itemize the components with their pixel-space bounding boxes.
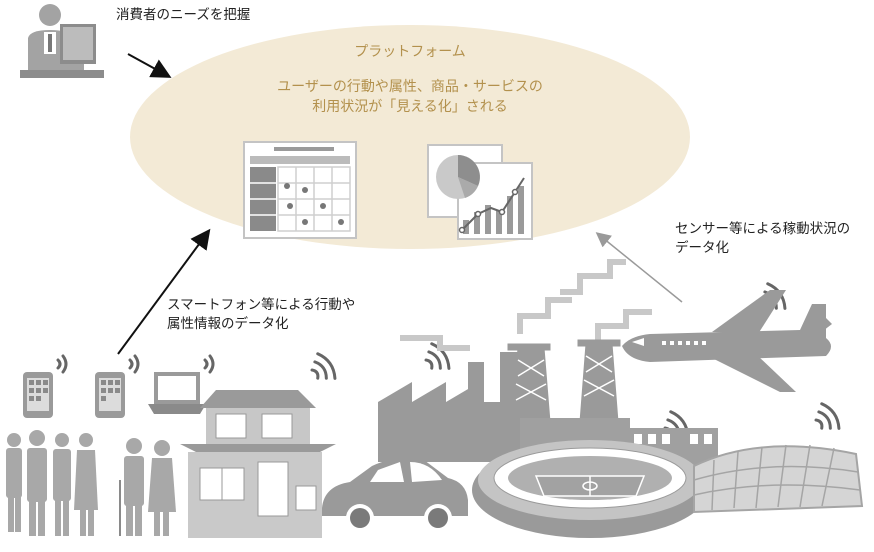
platform-description: ユーザーの行動や属性、商品・サービスの 利用状況が「見える化」される <box>230 77 590 117</box>
sensor-label-line1: センサー等による稼動状況の <box>675 221 851 237</box>
consumer-person-icon <box>20 4 104 78</box>
platform-desc-line2: 利用状況が「見える化」される <box>312 99 508 115</box>
arrow-consumer-to-platform <box>127 53 172 78</box>
family-people-icon <box>6 430 98 536</box>
elderly-people-icon <box>119 438 176 536</box>
sensor-label: センサー等による稼動状況の データ化 <box>675 220 850 258</box>
platform-title: プラットフォーム <box>354 44 466 60</box>
smartphone-label-line2: 属性情報のデータ化 <box>167 316 289 332</box>
power-plant-towers-icon <box>507 339 621 423</box>
smartphone-icon-2 <box>95 372 125 418</box>
airplane-icon <box>622 290 832 392</box>
table-icon <box>243 141 357 239</box>
smartphone-label: スマートフォン等による行動や 属性情報のデータ化 <box>167 296 355 334</box>
arrow-smartphone-to-platform <box>117 228 211 355</box>
smartphone-label-line1: スマートフォン等による行動や <box>167 297 356 313</box>
factory-icon <box>378 352 520 462</box>
sensor-label-line2: データ化 <box>675 240 729 256</box>
chart-icon <box>427 144 533 240</box>
car-icon <box>322 458 468 532</box>
smoke-lines <box>400 259 652 351</box>
greenhouse-icon <box>693 444 864 514</box>
stadium-icon <box>472 440 708 538</box>
laptop-icon <box>148 372 206 414</box>
arrow-sensor-to-platform <box>595 232 683 303</box>
platform-desc-line1: ユーザーの行動や属性、商品・サービスの <box>277 79 543 95</box>
consumer-needs-label: 消費者のニーズを把握 <box>116 7 251 23</box>
house-icon <box>180 390 336 538</box>
smartphone-icon-1 <box>23 372 53 418</box>
